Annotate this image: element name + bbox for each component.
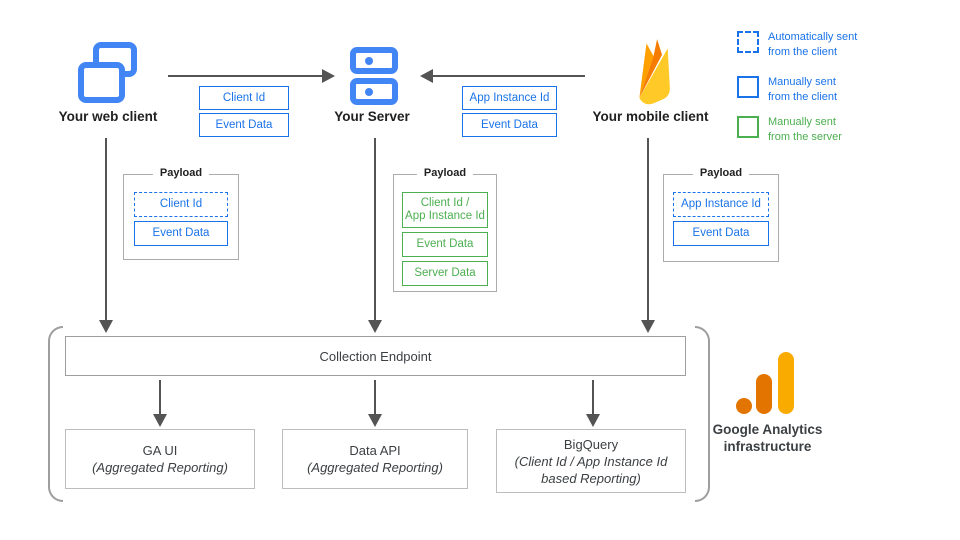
legend-swatch-manually-sent-server	[737, 116, 759, 138]
google-analytics-logo-icon	[736, 352, 796, 414]
payload-web: Payload Client Id Event Data	[123, 167, 239, 260]
web-client-icon	[78, 42, 140, 104]
payload-item-client-id: Client Id	[134, 192, 228, 217]
server-led-dot	[365, 56, 373, 65]
payload-title: Payload	[692, 167, 750, 179]
legend-swatch-manually-sent-client	[737, 76, 759, 98]
ga-logo-dot	[736, 398, 752, 414]
output-title: GA UI	[142, 443, 178, 458]
legend-swatch-automatically-sent	[737, 31, 759, 53]
web-client-label: Your web client	[58, 109, 158, 124]
flow-label-event-data: Event Data	[462, 113, 557, 137]
payload-item-event-data: Event Data	[402, 232, 488, 257]
infrastructure-bracket-right	[695, 326, 710, 502]
mobile-client-label: Your mobile client	[592, 109, 709, 124]
payload-server: Payload Client Id / App Instance Id Even…	[393, 167, 497, 292]
payload-item-event-data: Event Data	[134, 221, 228, 246]
server-label: Your Server	[334, 109, 410, 124]
server-icon	[350, 47, 398, 105]
payload-item-client-or-app-instance-id: Client Id / App Instance Id	[402, 192, 488, 228]
output-subtitle: (Aggregated Reporting)	[92, 460, 228, 475]
output-title: Data API	[349, 443, 401, 458]
legend-label-manually-sent-server: Manually sent from the server	[768, 116, 842, 143]
flow-label-event-data: Event Data	[199, 113, 289, 137]
firebase-icon	[622, 37, 678, 105]
collection-endpoint-box: Collection Endpoint	[65, 336, 686, 376]
output-subtitle: (Aggregated Reporting)	[307, 460, 443, 475]
payload-item-event-data: Event Data	[673, 221, 769, 246]
output-box-ga-ui: GA UI (Aggregated Reporting)	[65, 429, 255, 489]
output-box-data-api: Data API (Aggregated Reporting)	[282, 429, 468, 489]
flow-label-app-instance-id: App Instance Id	[462, 86, 557, 110]
infrastructure-bracket-left	[48, 326, 63, 502]
legend-label-manually-sent-client: Manually sent from the client	[768, 76, 838, 103]
ga-logo-mid-bar	[756, 374, 772, 414]
payload-mobile: Payload App Instance Id Event Data	[663, 167, 779, 262]
payload-title: Payload	[416, 167, 474, 179]
output-subtitle: (Client Id / App Instance Id based Repor…	[514, 453, 668, 486]
ga-logo-tall-bar	[778, 352, 794, 414]
server-led-dot	[365, 87, 373, 96]
payload-title: Payload	[152, 167, 210, 179]
payload-item-app-instance-id: App Instance Id	[673, 192, 769, 217]
browser-window-front-shape	[78, 62, 125, 103]
infrastructure-label: Google Analytics infrastructure	[712, 422, 823, 454]
legend-label-automatically-sent: Automatically sent from the client	[768, 31, 858, 58]
output-box-bigquery: BigQuery (Client Id / App Instance Id ba…	[496, 429, 686, 493]
output-title: BigQuery	[563, 436, 619, 452]
payload-item-server-data: Server Data	[402, 261, 488, 286]
flow-label-client-id: Client Id	[199, 86, 289, 110]
